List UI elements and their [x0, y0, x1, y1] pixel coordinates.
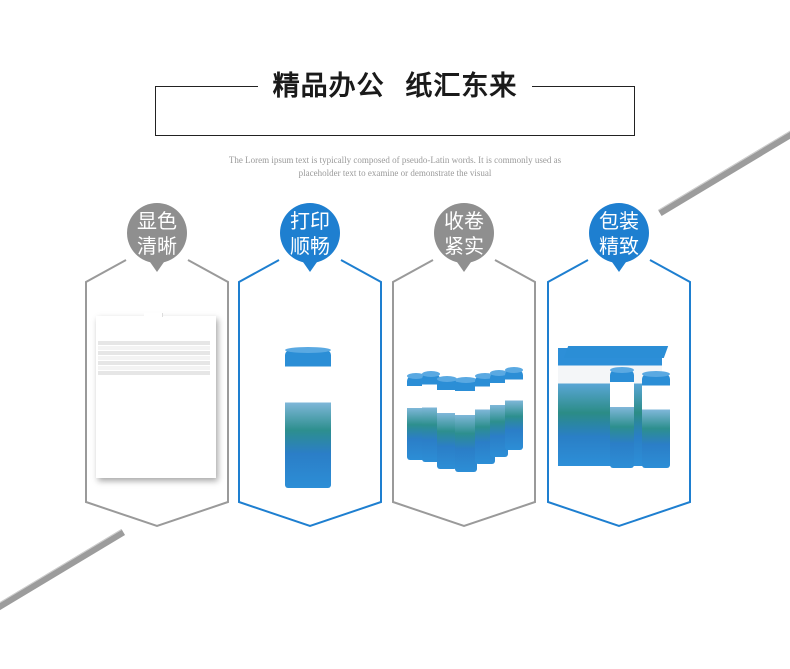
badge-line-2: 顺畅	[290, 234, 330, 258]
page-title: 精品办公 纸汇东来	[272, 71, 518, 102]
badge-pointer	[150, 262, 164, 272]
card-frame	[547, 259, 691, 528]
title-mask	[258, 70, 532, 100]
card-frame	[392, 259, 536, 528]
badge-line-1: 收卷	[444, 209, 484, 233]
badge-line-2: 精致	[599, 234, 639, 258]
card-tight-winding: 收卷 紧实	[391, 203, 537, 528]
feature-badge: 收卷 紧实	[434, 203, 494, 272]
paper-roll-image	[285, 347, 331, 488]
card-fine-packaging: 包装 精致	[546, 203, 692, 528]
card-frame	[238, 259, 382, 528]
decor-stripe-top-right	[658, 127, 790, 217]
subtitle-line-1: The Lorem ipsum text is typically compos…	[228, 155, 562, 165]
badge-line-2: 紧实	[444, 234, 484, 258]
badge-line-2: 清晰	[137, 234, 177, 258]
printed-document-image	[96, 313, 216, 478]
subtitle-line-2: placeholder text to examine or demonstra…	[298, 168, 492, 178]
badge-line-1: 打印	[290, 209, 330, 233]
feature-badge: 显色 清晰	[127, 203, 187, 272]
badge-pointer	[303, 262, 317, 272]
badge-pointer	[612, 262, 626, 272]
decor-stripe-bottom-left	[0, 529, 126, 621]
card-smooth-printing: 打印 顺畅	[237, 203, 383, 528]
badge-pointer	[457, 262, 471, 272]
badge-line-1: 包装	[599, 209, 639, 233]
subtitle: The Lorem ipsum text is typically compos…	[150, 154, 640, 180]
badge-line-1: 显色	[137, 209, 177, 233]
card-color-clarity: 显色 清晰	[84, 203, 230, 528]
feature-badge: 包装 精致	[589, 203, 649, 272]
card-frame	[85, 259, 229, 528]
feature-badge: 打印 顺畅	[280, 203, 340, 272]
